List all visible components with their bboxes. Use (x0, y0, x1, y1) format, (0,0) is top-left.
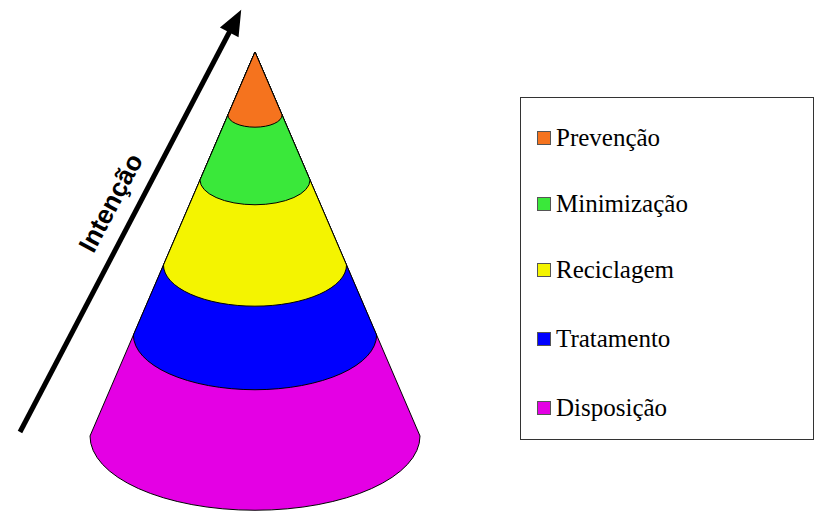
legend-swatch (537, 263, 551, 277)
legend-text: Disposição (556, 394, 667, 422)
legend-entry: Disposição (537, 394, 667, 422)
legend-swatch (537, 401, 551, 415)
legend-entry: Tratamento (537, 325, 670, 353)
legend-text: Prevenção (556, 124, 660, 152)
legend-text: Minimização (556, 190, 688, 218)
cone (90, 52, 420, 510)
intention-arrowhead (222, 12, 240, 36)
legend-box: PrevençãoMinimizaçãoReciclagemTratamento… (520, 97, 814, 440)
intention-arrow-shaft (20, 29, 231, 432)
legend-text: Reciclagem (556, 256, 674, 284)
cone-band (200, 52, 310, 205)
legend-swatch (537, 131, 551, 145)
legend-entry: Minimização (537, 190, 688, 218)
cone-band (228, 52, 282, 127)
legend-swatch (537, 332, 551, 346)
legend-entry: Prevenção (537, 124, 660, 152)
cone-band (163, 52, 346, 306)
legend-text: Tratamento (556, 325, 670, 353)
cone-band (90, 52, 420, 510)
legend-entry: Reciclagem (537, 256, 674, 284)
legend-swatch (537, 197, 551, 211)
cone-band (133, 52, 376, 390)
